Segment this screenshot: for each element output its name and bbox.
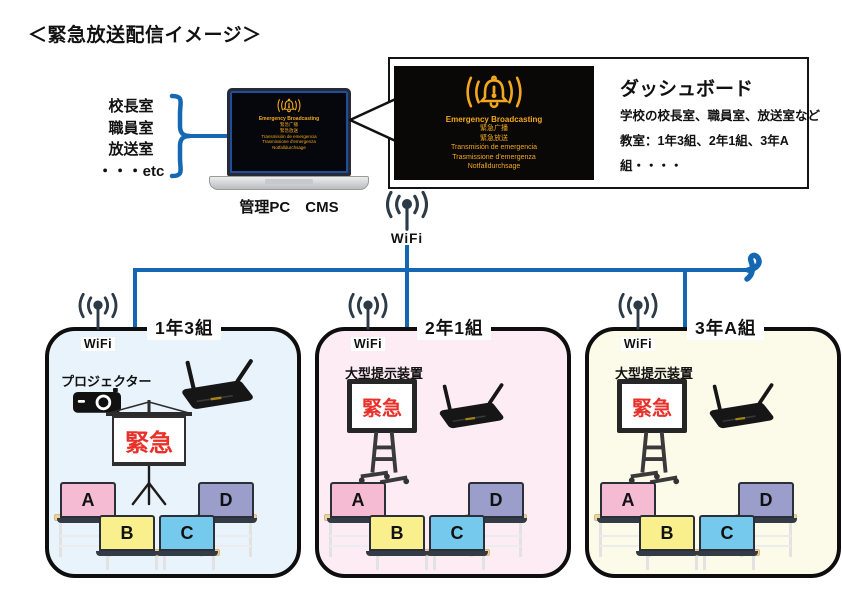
mini-screen-line: 緊急放送: [280, 127, 298, 133]
large-display: 緊急: [347, 379, 417, 433]
mini-screen-line: 緊急广播: [280, 122, 298, 127]
mini-screen-line: Trasmissione d'emergenza: [262, 139, 316, 145]
screen-hanger: [106, 400, 192, 416]
classroom-3: 3年A組 WiFi 大型提示装置 緊急: [585, 292, 841, 578]
admin-pc-base: [209, 176, 369, 190]
monitor-letter: A: [351, 489, 365, 510]
student-laptop-a: A: [327, 482, 389, 523]
source-room: 校長室: [108, 98, 154, 115]
callout-tail: [348, 96, 401, 145]
device-label: 大型提示装置: [615, 366, 694, 381]
monitor-letter: A: [81, 489, 95, 510]
display-stand: [628, 432, 680, 490]
student-laptop-b: B: [366, 515, 428, 556]
monitor-letter: C: [720, 522, 734, 543]
dashboard-description-line: 教室：1年3組、2年1組、3年A組・・・・: [620, 134, 789, 173]
wireless-router: [439, 383, 504, 429]
projection-screen: 緊急: [112, 416, 186, 466]
monitor-letter: A: [621, 489, 635, 510]
wifi-icon: [618, 292, 658, 330]
student-laptop-c: C: [696, 515, 758, 556]
classroom-name: 1年3組: [147, 315, 222, 340]
student-laptop-b: B: [636, 515, 698, 556]
page-title: ＜緊急放送配信イメージ＞: [28, 25, 262, 46]
classroom-name: 3年A組: [687, 315, 765, 340]
broadcast-line: Trasmissione d'emergenza: [452, 153, 536, 161]
projector-icon: [73, 388, 121, 413]
wifi-icon: [348, 292, 388, 330]
monitor-letter: C: [450, 522, 464, 543]
wifi-label: WiFi: [350, 337, 386, 351]
admin-pc-screen: Emergency Broadcasting 緊急广播 緊急放送 Transmi…: [227, 88, 351, 176]
wireless-router: [182, 359, 253, 409]
classroom-wifi: WiFi: [611, 292, 665, 353]
student-laptop-c: C: [426, 515, 488, 556]
alert-bell-icon: [466, 75, 522, 108]
brace-connector-line: [186, 134, 228, 138]
student-laptop-d: D: [465, 482, 527, 523]
dashboard-description-line: 学校の校長室、職員室、放送室など: [620, 109, 821, 123]
large-display: 緊急: [617, 379, 687, 433]
monitor-letter: D: [219, 489, 233, 510]
dashboard-title: ダッシュボード: [620, 79, 754, 100]
alert-text: 緊急: [125, 429, 173, 457]
mini-screen-line: Notfalldurchsage: [272, 145, 306, 151]
wireless-router: [709, 383, 774, 429]
mini-screen-heading: Emergency Broadcasting: [258, 116, 320, 122]
source-room: ・・・etc: [97, 162, 165, 180]
student-laptop-b: B: [96, 515, 158, 556]
source-room: 職員室: [108, 119, 154, 137]
alert-bell-icon: [277, 98, 301, 113]
tripod-stand: [131, 466, 167, 506]
broadcast-line: 緊急广播: [480, 125, 508, 132]
source-room-list: 校長室 職員室 放送室 ・・・etc: [88, 96, 174, 182]
wifi-icon: [78, 292, 118, 330]
classroom-2: 2年1組 WiFi 大型提示装置 緊急: [315, 292, 571, 578]
broadcast-heading: Emergency Broadcasting: [445, 115, 543, 124]
wifi-label: WiFi: [620, 337, 656, 351]
wifi-label: WiFi: [390, 231, 424, 246]
broadcast-line: 緊急放送: [480, 134, 508, 142]
student-laptop-a: A: [57, 482, 119, 523]
monitor-letter: D: [489, 489, 503, 510]
monitor-letter: C: [180, 522, 194, 543]
dashboard-description: 学校の校長室、職員室、放送室など 教室：1年3組、2年1組、3年A組・・・・: [620, 104, 842, 179]
monitor-letter: B: [660, 522, 674, 543]
classroom-wifi: WiFi: [341, 292, 395, 353]
device-label: 大型提示装置: [345, 366, 424, 381]
monitor-letter: B: [390, 522, 404, 543]
broadcast-line: Transmisión de emergencia: [450, 144, 538, 151]
classroom-name: 2年1組: [417, 315, 492, 340]
source-room: 放送室: [108, 141, 154, 158]
alert-text: 緊急: [362, 397, 402, 420]
student-laptop-d: D: [735, 482, 797, 523]
line-continuation-squiggle: [744, 252, 762, 282]
classroom-wifi: WiFi: [71, 292, 125, 353]
student-laptop-d: D: [195, 482, 257, 523]
monitor-letter: B: [120, 522, 134, 543]
mini-screen-line: Transmisión de emergencia: [261, 133, 317, 139]
monitor-letter: D: [759, 489, 773, 510]
alert-text: 緊急: [632, 397, 672, 420]
wifi-icon: [385, 191, 429, 231]
dashboard-broadcast-screen: Emergency Broadcasting 緊急广播 緊急放送 Transmi…: [394, 66, 594, 180]
admin-pc-label: 管理PC CMS: [239, 199, 339, 216]
broadcast-line: Notfalldurchsage: [467, 163, 521, 170]
student-laptop-a: A: [597, 482, 659, 523]
touchpad: [265, 179, 313, 184]
classroom-1: 1年3組 WiFi プロジェクター 緊急: [45, 292, 301, 578]
wifi-label: WiFi: [80, 337, 116, 351]
device-label: プロジェクター: [61, 374, 152, 389]
student-laptop-c: C: [156, 515, 218, 556]
